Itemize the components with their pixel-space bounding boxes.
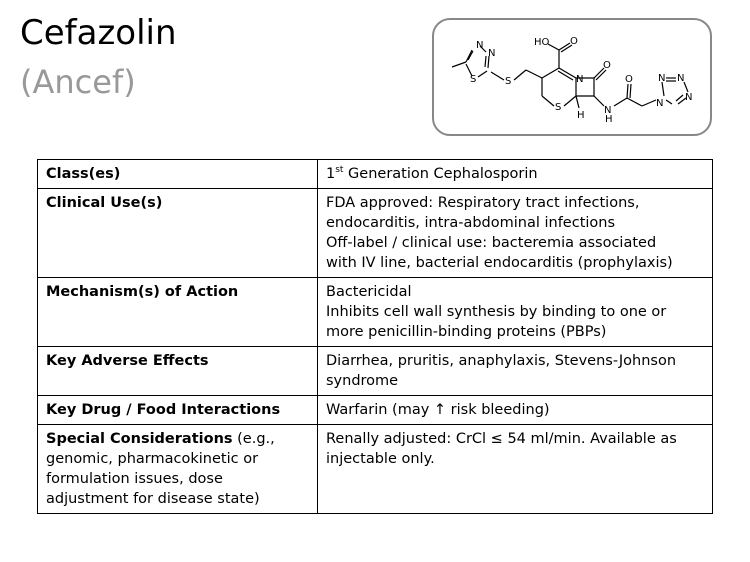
row-value: 1st Generation Cephalosporin: [317, 159, 713, 189]
atom-label: N: [488, 48, 495, 59]
atom-label: N: [604, 105, 611, 116]
table-row: Special Considerations (e.g., genomic, p…: [37, 424, 713, 514]
atom-label: N: [656, 98, 663, 109]
row-value: Warfarin (may ↑ risk bleeding): [317, 395, 713, 425]
row-value: Bactericidal Inhibits cell wall synthesi…: [317, 277, 713, 347]
chemical-structure-panel: N N S S HO O N O S H N H O N N N N: [432, 18, 712, 136]
row-label: Key Adverse Effects: [37, 346, 318, 396]
row-label: Clinical Use(s): [37, 188, 318, 278]
row-label: Special Considerations (e.g., genomic, p…: [37, 424, 318, 514]
atom-label: HO: [534, 37, 550, 48]
row-value: Diarrhea, pruritis, anaphylaxis, Stevens…: [317, 346, 713, 396]
table-row: Clinical Use(s) FDA approved: Respirator…: [37, 188, 713, 278]
row-value: Renally adjusted: CrCl ≤ 54 ml/min. Avai…: [317, 424, 713, 514]
cefazolin-structure-diagram: N N S S HO O N O S H N H O N N N N: [451, 36, 692, 125]
atom-label: O: [603, 60, 611, 71]
atom-label: S: [470, 74, 476, 85]
table-row: Mechanism(s) of Action Bactericidal Inhi…: [37, 277, 713, 347]
atom-label: N: [685, 92, 692, 103]
table-row: Key Drug / Food Interactions Warfarin (m…: [37, 395, 713, 425]
atom-label: N: [677, 73, 684, 84]
row-label: Class(es): [37, 159, 318, 189]
page-subtitle: (Ancef): [20, 63, 136, 101]
atom-label: H: [577, 110, 585, 121]
atom-label: N: [576, 74, 583, 85]
atom-label: N: [658, 73, 665, 84]
drug-info-table: Class(es) 1st Generation Cephalosporin C…: [37, 159, 713, 514]
row-label: Mechanism(s) of Action: [37, 277, 318, 347]
atom-label: O: [570, 36, 578, 47]
atom-label: S: [555, 102, 561, 113]
page-title: Cefazolin: [20, 13, 177, 53]
row-value: FDA approved: Respiratory tract infectio…: [317, 188, 713, 278]
table-row: Key Adverse Effects Diarrhea, pruritis, …: [37, 346, 713, 396]
row-label: Key Drug / Food Interactions: [37, 395, 318, 425]
atom-label: H: [605, 114, 613, 125]
atom-label: O: [625, 74, 633, 85]
table-row: Class(es) 1st Generation Cephalosporin: [37, 159, 713, 189]
atom-label: N: [476, 40, 483, 51]
atom-label: S: [505, 76, 511, 87]
